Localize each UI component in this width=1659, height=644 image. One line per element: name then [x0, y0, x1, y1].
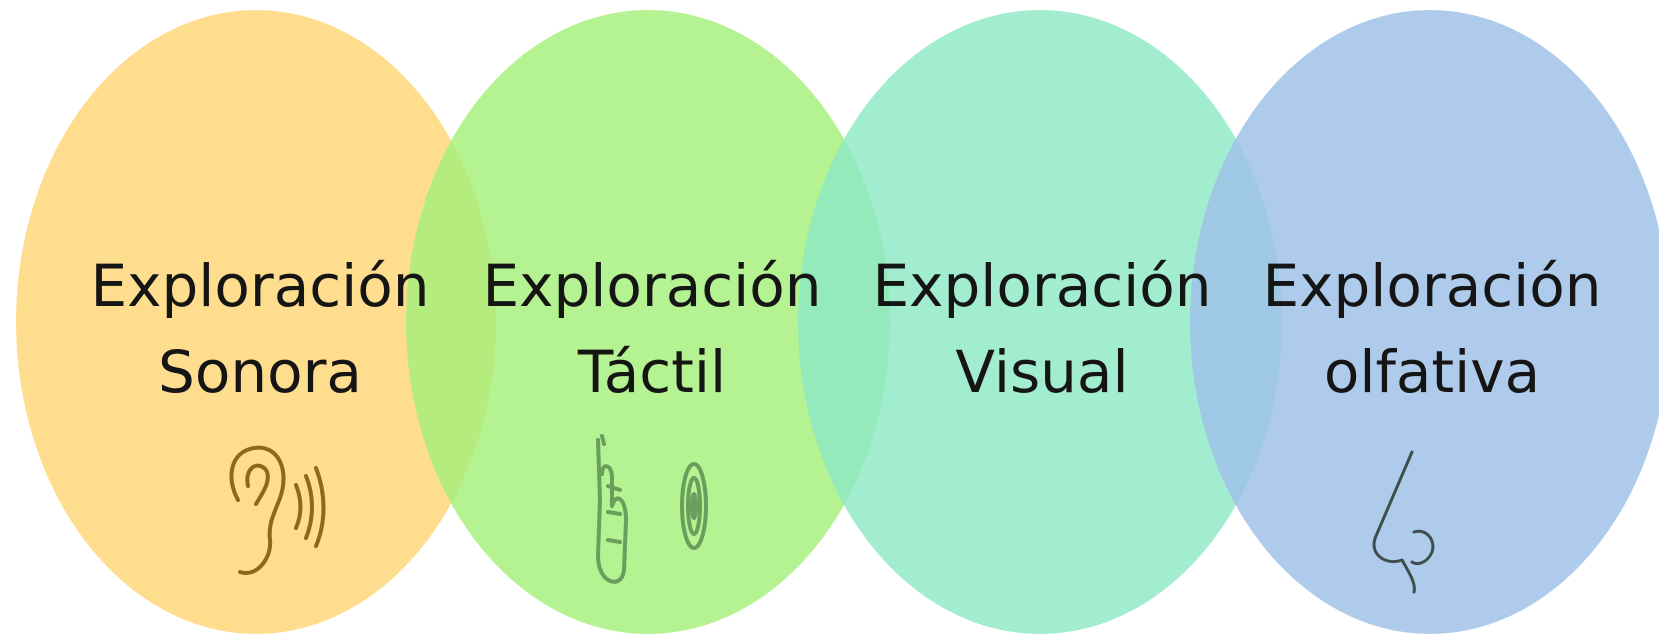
circle-olfativa: [1190, 10, 1659, 634]
circle-tactil-shape: [406, 10, 890, 634]
circle-visual-label-line1: Exploración: [872, 252, 1211, 320]
ear-icon: [229, 445, 326, 575]
circle-tactil-label-line2: Táctil: [577, 338, 726, 406]
circle-olfativa-label-line2: olfativa: [1324, 338, 1540, 406]
circle-visual: [798, 10, 1282, 634]
circle-sonora-label-line2: Sonora: [158, 338, 362, 406]
nose-icon: [1372, 450, 1435, 594]
circle-visual-shape: [798, 10, 1282, 634]
circle-olfativa-label-line1: Exploración: [1262, 252, 1601, 320]
touch-icon: [596, 434, 708, 584]
circle-tactil: [406, 10, 890, 634]
circle-visual-label-line2: Visual: [955, 338, 1128, 406]
circle-sonora-label-line1: Exploración: [90, 252, 429, 320]
circle-olfativa-shape: [1190, 10, 1659, 634]
circle-sonora-shape: [16, 10, 496, 634]
circle-sonora: [16, 10, 496, 634]
circle-tactil-label-line1: Exploración: [482, 252, 821, 320]
